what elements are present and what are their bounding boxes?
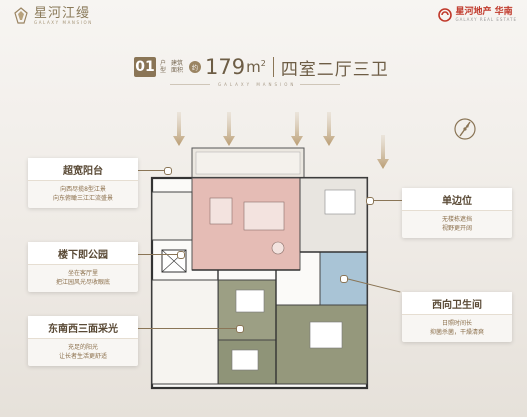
subtitle-line-right [300,84,340,85]
callout-line: 向西尽揽8型江景 [60,186,106,193]
callout-line: 无楼栋遮挡 [441,216,472,223]
callout-line: 视野更开阔 [441,225,472,232]
callout-corner-unit: 单边位 无楼栋遮挡 视野更开阔 [402,188,512,238]
arrow-down-icon [291,112,303,146]
callout-body: 充足的阳光 让长者生活更舒适 [28,339,138,366]
arrow-down-icon [323,112,335,146]
callout-line: 把江园风光尽收眼底 [55,279,110,286]
callout-leader [138,170,168,171]
area-value: 179 [205,55,246,79]
callout-downstairs-park: 楼下即公园 坐在客厅里 把江园风光尽收眼底 [28,242,138,292]
callout-line: 让长者生活更舒适 [58,353,107,360]
subtitle-en: GALAXY MANSION [218,82,297,87]
project-name-en: GALAXY MANSION [34,20,93,25]
project-logo-icon [14,7,28,24]
area-unit: m2 [246,58,266,76]
callout-heading: 楼下即公园 [28,242,138,265]
compass-icon [454,118,476,140]
arrow-down-icon [377,135,389,169]
area-unit-power: 2 [260,59,266,68]
callout-dot [366,197,374,205]
callout-wide-balcony: 超宽阳台 向西尽揽8型江景 向东俯瞰三江汇流盛景 [28,158,138,208]
callout-heading: 单边位 [402,188,512,211]
callout-leader [138,328,238,329]
layout-rooms: 四室二厅三卫 [280,59,389,80]
floor-plan [150,147,369,390]
developer-logo: 星河地产 华南 GALAXY REAL ESTATE [437,7,518,22]
developer-logo-icon [437,8,452,22]
callout-dot [177,251,185,259]
area-label: 建筑面积 [171,59,184,74]
callout-dot [236,325,244,333]
callout-west-bathroom: 西向卫生间 日照时间长 抑菌杀菌，干燥清爽 [402,292,512,342]
callout-leader [370,200,402,201]
callout-three-side-light: 东南西三面采光 充足的阳光 让长者生活更舒适 [28,316,138,366]
callout-heading: 东南西三面采光 [28,316,138,339]
unit-label: 户型 [160,59,167,74]
arrow-down-icon [173,112,185,146]
developer-name-cn: 星河地产 华南 [455,7,513,17]
callout-heading: 超宽阳台 [28,158,138,181]
approx-badge: 约 [189,61,201,73]
callout-heading: 西向卫生间 [402,292,512,315]
arrow-down-icon [223,112,235,146]
unit-number: 01 [134,57,156,77]
callout-dot [164,167,172,175]
callout-line: 向东俯瞰三江汇流盛景 [52,195,113,202]
area-unit-text: m [246,58,261,76]
title-divider [272,57,274,77]
callout-line: 充足的阳光 [67,344,98,351]
project-name-cn: 星河江缦 [34,6,91,21]
unit-title: 01 户型 建筑面积 约 179 m2 四室二厅三卫 [134,54,389,80]
callout-dot [340,275,348,283]
callout-body: 无楼栋遮挡 视野更开阔 [402,211,512,238]
developer-name-en: GALAXY REAL ESTATE [455,17,517,22]
callout-line: 日照时间长 [441,320,472,327]
callout-body: 向西尽揽8型江景 向东俯瞰三江汇流盛景 [28,181,138,208]
callout-body: 坐在客厅里 把江园风光尽收眼底 [28,265,138,292]
callout-leader [138,254,180,255]
callout-body: 日照时间长 抑菌杀菌，干燥清爽 [402,315,512,342]
callout-line: 坐在客厅里 [67,270,98,277]
callout-line: 抑菌杀菌，干燥清爽 [429,329,484,336]
subtitle-line-left [170,84,210,85]
project-logo: 星河江缦 GALAXY MANSION [12,7,93,25]
